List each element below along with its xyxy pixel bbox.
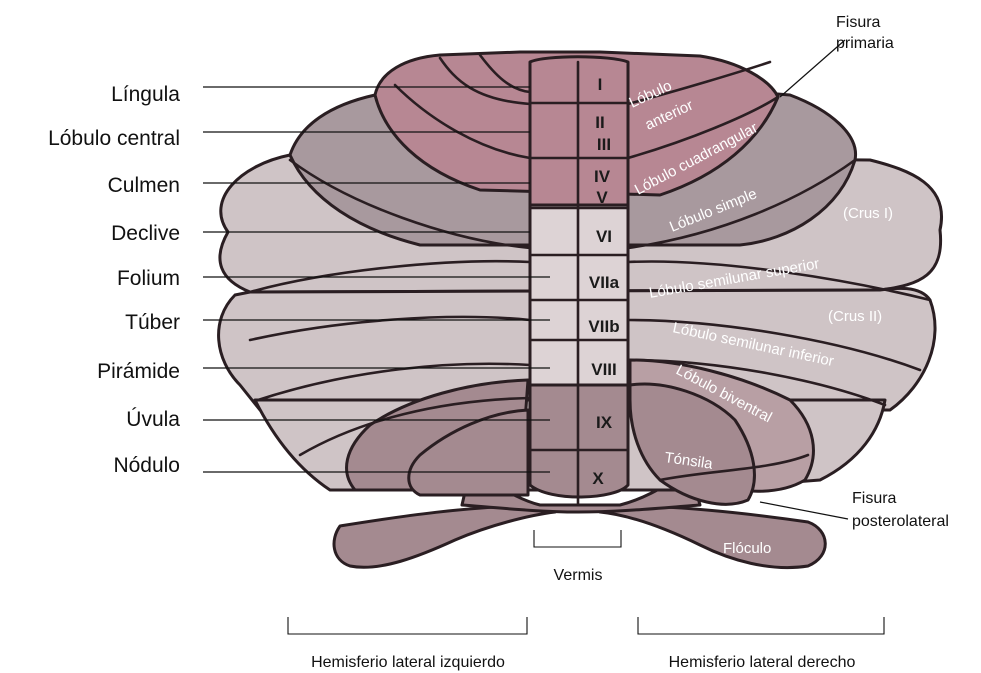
vermis-numeral-viia: VIIa [589,273,620,292]
vermis-numeral-ix: IX [596,413,613,432]
vermis-numeral-x: X [592,469,604,488]
label-nodulo: Nódulo [113,454,180,477]
flocculus-right [600,505,825,568]
vermis-numeral-iv: IV [594,167,611,186]
flocculus-left [334,505,555,567]
label-tuber: Túber [125,311,180,334]
label-declive: Declive [111,222,180,245]
label-crus-2: (Crus II) [828,308,882,325]
label-culmen: Culmen [108,174,180,197]
leader-fisura-primaria [780,40,845,97]
label-vermis: Vermis [554,567,603,584]
bracket-hemisferio-derecho [638,617,884,634]
label-lingula: Língula [111,83,180,106]
bracket-vermis [534,530,621,547]
label-hemisferio-izquierdo: Hemisferio lateral izquierdo [311,654,505,671]
vermis-numeral-i: I [598,75,603,94]
label-floculo: Flóculo [723,540,771,557]
vermis-numeral-viii: VIII [591,360,617,379]
label-crus-1: (Crus I) [843,205,893,222]
label-folium: Folium [117,267,180,290]
label-uvula: Úvula [126,408,180,431]
label-fisura-posterolateral-1: Fisura [852,490,897,507]
bracket-hemisferio-izquierdo [288,617,527,634]
label-piramide: Pirámide [97,360,180,383]
vermis-numeral-v: V [596,188,608,207]
label-fisura-primaria-2: primaria [836,35,894,52]
label-hemisferio-derecho: Hemisferio lateral derecho [669,654,856,671]
vermis-numeral-vi: VI [596,227,612,246]
label-fisura-primaria-1: Fisura [836,14,881,31]
vermis-numeral-viib: VIIb [588,317,619,336]
label-lobulo-central: Lóbulo central [48,127,180,150]
label-fisura-posterolateral-2: posterolateral [852,513,949,530]
vermis-numeral-iii: III [597,135,611,154]
vermis-numeral-ii: II [595,113,604,132]
